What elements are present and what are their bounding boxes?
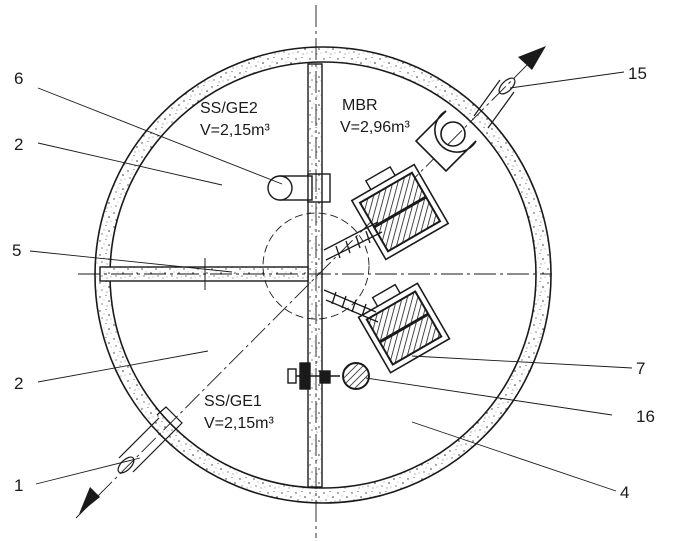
callout-2-lower: 2 <box>14 374 23 393</box>
outlet-arrow <box>518 46 546 70</box>
mbr-shaft <box>414 110 477 173</box>
outlet-pipe <box>473 77 516 129</box>
leader-lines <box>29 71 633 492</box>
flow-axis-line <box>75 46 546 519</box>
chamber-ssge2-name: SS/GE2 <box>200 100 258 117</box>
chamber-ssge1-volume: V=2,15m³ <box>204 415 274 432</box>
membrane-frame-upper <box>323 221 383 261</box>
chamber-ssge1-name: SS/GE1 <box>204 393 262 410</box>
callout-6: 6 <box>14 69 23 88</box>
callout-4: 4 <box>620 483 629 502</box>
tank-wall-ring <box>94 46 552 504</box>
center-dashed-circle <box>262 212 370 320</box>
membrane-frame-lower <box>323 289 379 323</box>
callout-16: 16 <box>636 407 655 426</box>
chamber-mbr-volume: V=2,96m³ <box>340 119 410 136</box>
callout-15: 15 <box>628 64 647 83</box>
callout-1: 1 <box>14 476 23 495</box>
chamber-mbr-name: MBR <box>342 97 378 114</box>
chamber-ssge2-volume: V=2,15m³ <box>200 122 270 139</box>
pump-valve-assembly <box>287 362 370 390</box>
callout-5: 5 <box>12 241 21 260</box>
ssge2-fitting <box>267 173 331 203</box>
callout-7: 7 <box>636 359 645 378</box>
inlet-arrow <box>79 487 100 514</box>
callout-2-upper: 2 <box>14 135 23 154</box>
membrane-module-lower <box>357 282 451 374</box>
membrane-module-upper <box>350 163 450 261</box>
partition-wall-vertical <box>307 63 323 488</box>
inlet-pipe <box>117 406 183 474</box>
